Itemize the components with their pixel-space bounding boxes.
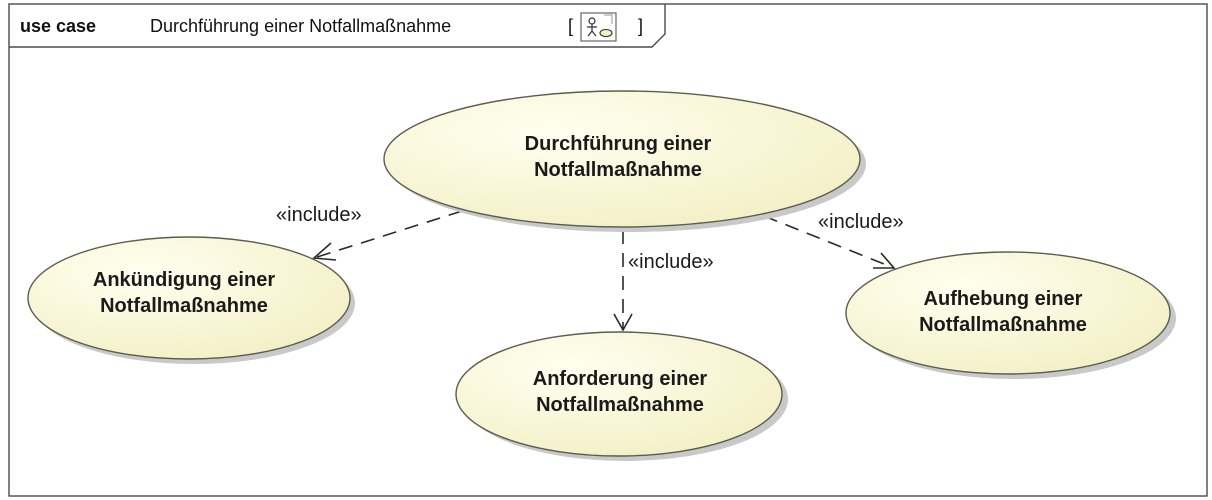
- use-case-label-line2: Notfallmaßnahme: [100, 295, 268, 317]
- frame-border: [8, 3, 1208, 497]
- include-relation-ankuendigung: «include»: [276, 204, 463, 261]
- use-case-label-line1: Aufhebung einer: [924, 288, 1083, 310]
- use-case-label-line1: Ankündigung einer: [93, 269, 275, 291]
- include-relation-anforderung: «include»: [613, 230, 714, 332]
- diagram-frame: use case Durchführung einer Notfallmaßna…: [8, 3, 1208, 497]
- frame-keyword: use case: [20, 16, 96, 36]
- use-case-ellipse: [455, 331, 783, 457]
- include-arrowhead: [613, 313, 633, 332]
- include-arrowhead: [312, 242, 337, 261]
- frame-bracket-close: ]: [638, 16, 643, 36]
- use-case-label-line2: Notfallmaßnahme: [534, 159, 702, 181]
- use-case-durchfuehrung[interactable]: Durchführung einer Notfallmaßnahme: [383, 90, 866, 232]
- use-case-diagram-icon: [580, 12, 617, 42]
- frame-header-tab: [9, 4, 666, 48]
- use-case-anforderung[interactable]: Anforderung einer Notfallmaßnahme: [455, 331, 788, 461]
- stereotype-include-label: «include»: [818, 211, 904, 233]
- include-relation-aufhebung: «include»: [763, 211, 904, 269]
- stereotype-include-label: «include»: [276, 204, 362, 226]
- use-case-label-line1: Durchführung einer: [525, 133, 712, 155]
- frame-title: Durchführung einer Notfallmaßnahme: [150, 16, 451, 36]
- frame-bracket-open: [: [568, 16, 573, 36]
- use-case-ellipse: [27, 236, 351, 360]
- include-dashed-line: [763, 215, 895, 269]
- use-case-ankuendigung[interactable]: Ankündigung einer Notfallmaßnahme: [27, 236, 355, 364]
- use-case-ellipse: [383, 90, 861, 228]
- include-dashed-line: [313, 210, 463, 259]
- include-arrowhead: [873, 252, 896, 269]
- use-case-label-line2: Notfallmaßnahme: [536, 394, 704, 416]
- use-case-label-line2: Notfallmaßnahme: [919, 314, 1087, 336]
- stereotype-include-label: «include»: [628, 251, 714, 273]
- use-case-label-line1: Anforderung einer: [533, 368, 708, 390]
- use-case-ellipse: [845, 251, 1171, 375]
- use-case-aufhebung[interactable]: Aufhebung einer Notfallmaßnahme: [845, 251, 1176, 379]
